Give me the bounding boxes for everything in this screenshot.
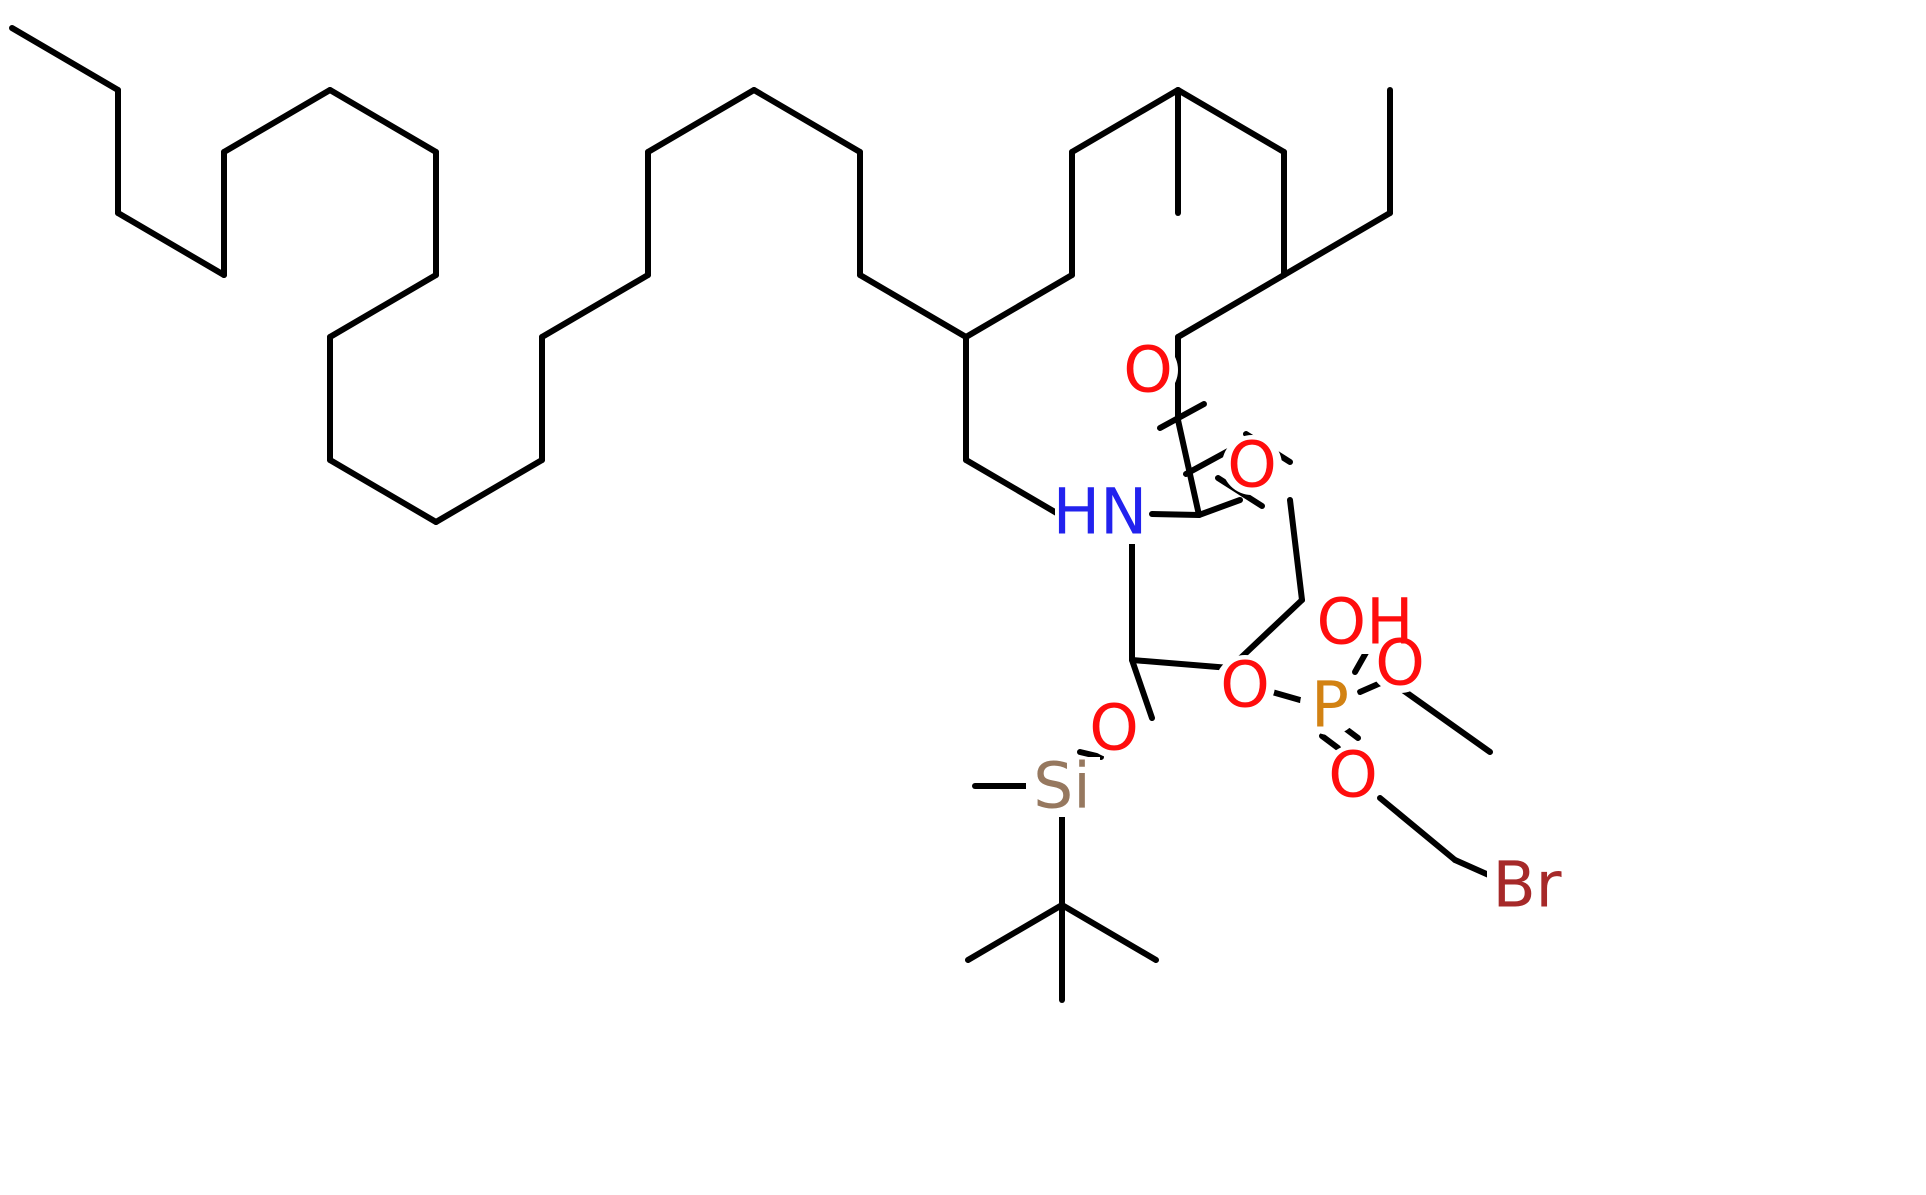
atom-label-o-silyl-ether: O [1089,692,1139,765]
atom-label-br-terminal: Br [1492,849,1561,922]
atom-label-group: O O HN OH O O P O O Si Br [1026,334,1577,922]
atom-label-p-center: P [1311,669,1349,742]
acyl-to-carbonyl-bonds [963,87,1393,525]
amide-bonds [1149,417,1243,518]
halo-o-p-left [1215,655,1275,715]
acyl-chain-bonds [9,25,1393,525]
atom-label-o-ester-upper: O [1227,429,1277,502]
atom-label-o-phosphate-left: O [1220,649,1270,722]
atom-label-o-amide-carbonyl: O [1123,334,1173,407]
atom-label-o-phosphate-ring: O [1375,627,1425,700]
silyl-ether-bonds [965,749,1159,1003]
amide-carbonyl-double-bond [1157,401,1233,477]
halo-o-si [1084,698,1144,758]
halo-br [1487,856,1577,916]
atom-label-o-phosphate-down: O [1328,739,1378,812]
halo-o-ester [1222,435,1282,495]
atom-label-oh-phosphate: OH [1317,586,1414,659]
halo-o-amide [1118,340,1178,400]
halo-p [1300,675,1360,735]
halo-hn [1055,482,1147,544]
halo-o-p-down [1323,745,1383,805]
halo-si [1026,757,1100,817]
atom-label-si-tbs: Si [1033,750,1091,823]
halo-o-p-ring [1370,633,1430,693]
atom-label-n-amide: HN [1053,476,1148,549]
